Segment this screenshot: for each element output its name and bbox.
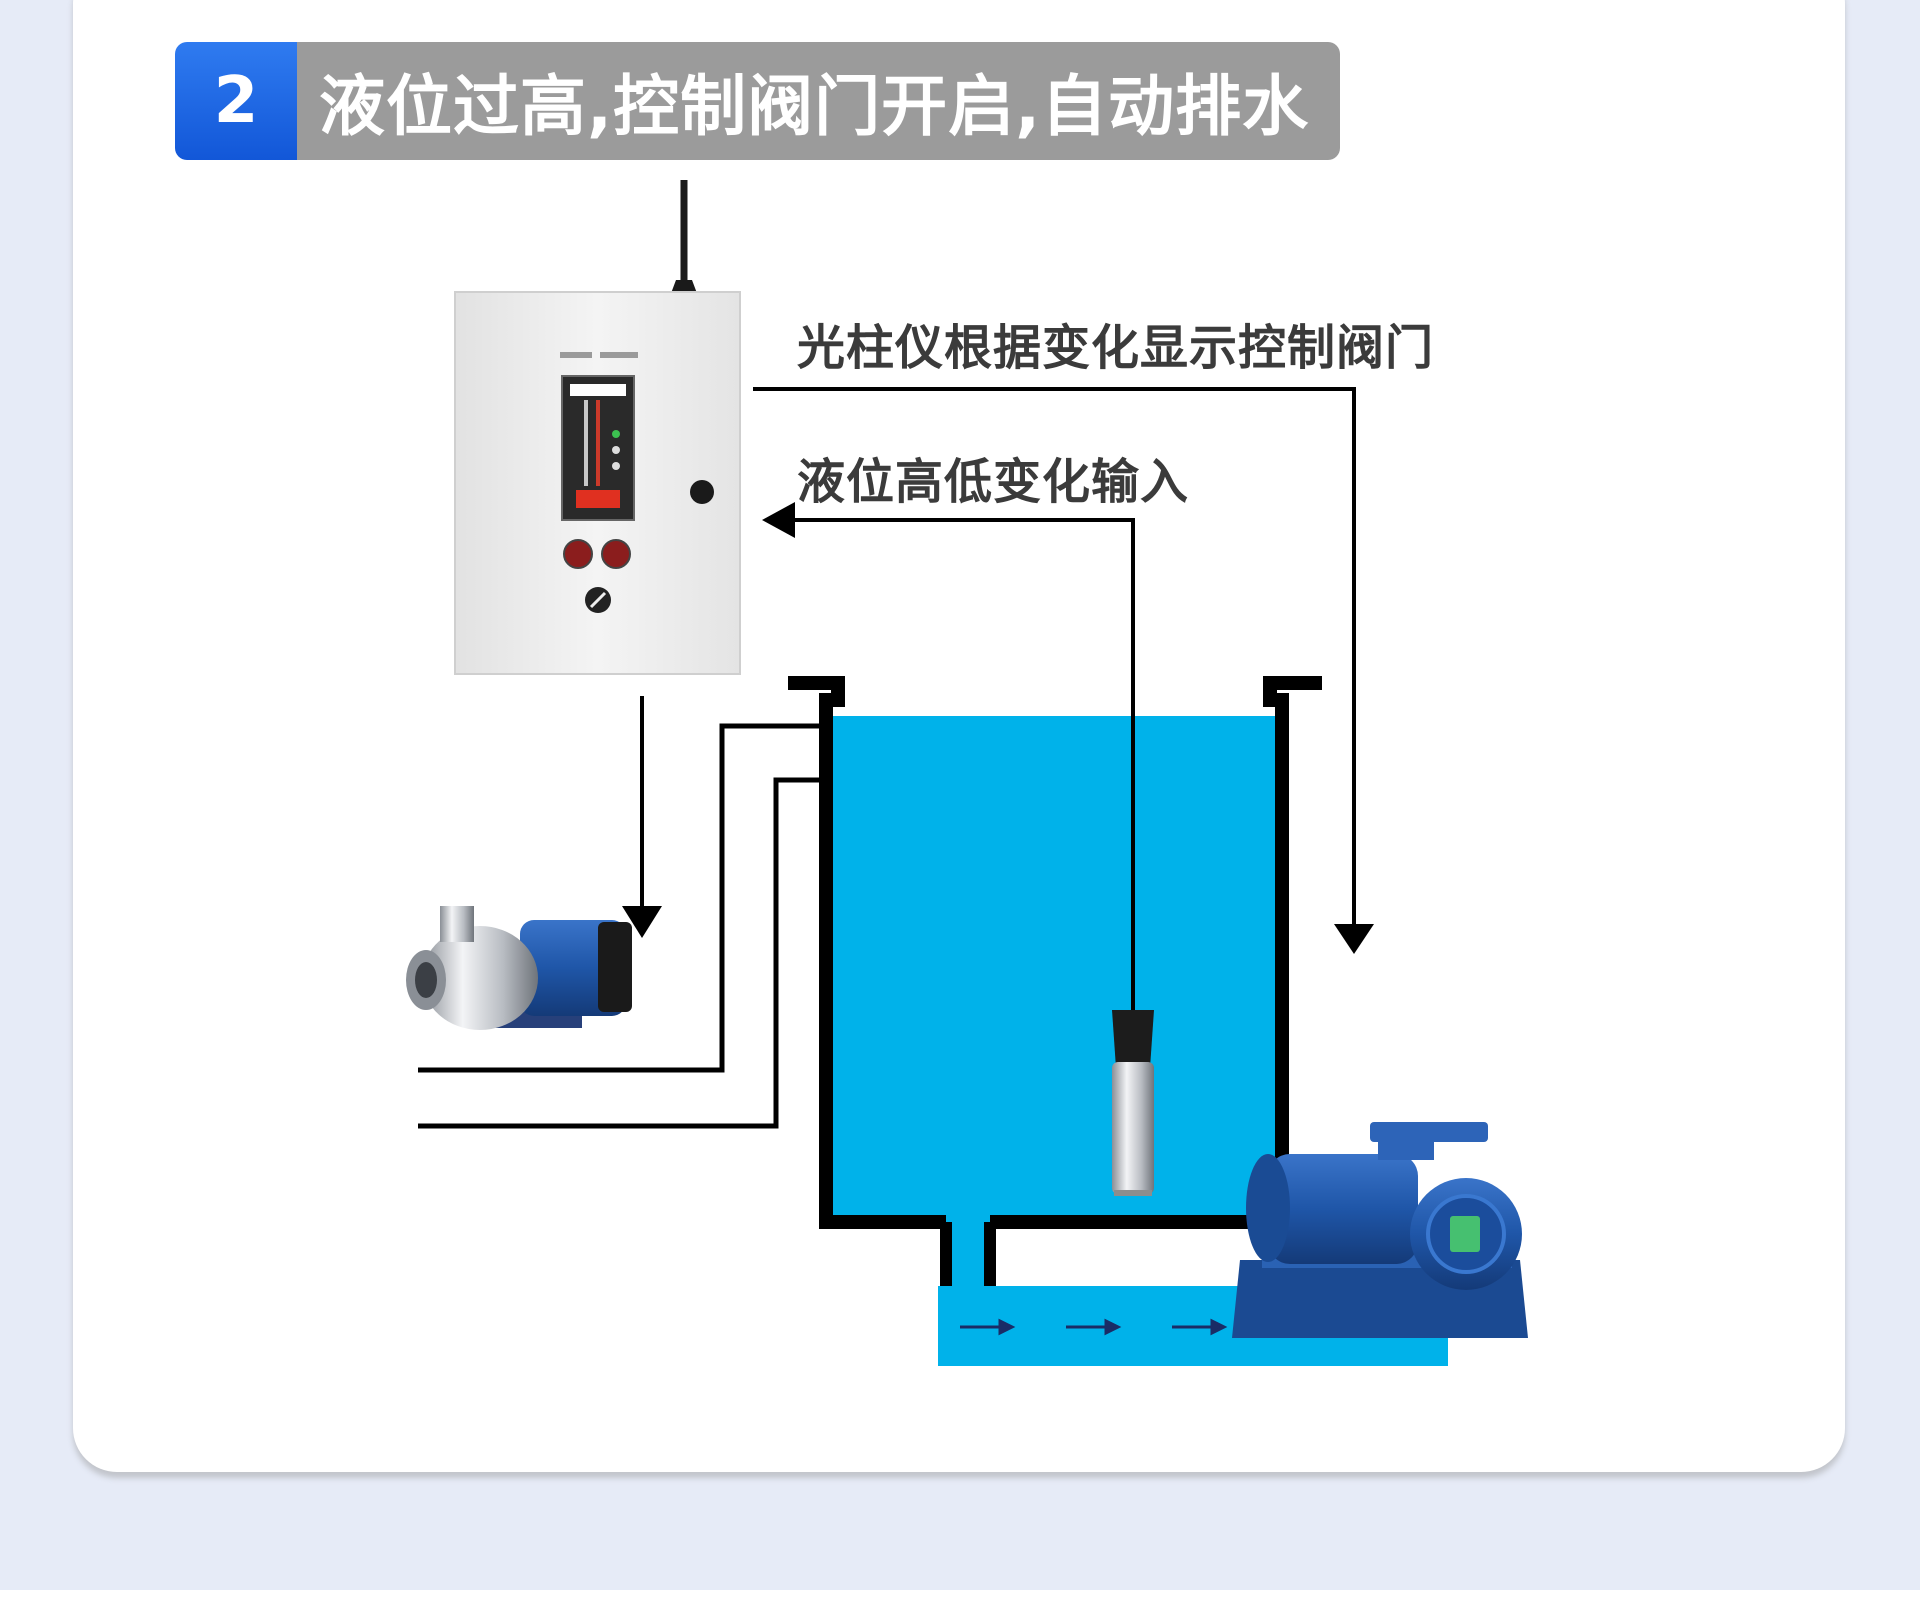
pump-motor-large [1268, 1154, 1418, 1264]
pump-discharge-flange [1370, 1122, 1488, 1142]
tank-left-wall [788, 676, 946, 1229]
pump-housing [422, 926, 538, 1030]
control-cabinet [454, 180, 741, 675]
sensor-probe [1112, 1062, 1154, 1194]
pump-arrow-head [622, 906, 662, 938]
sensor-head [1112, 1010, 1154, 1068]
stainless-pump [406, 906, 632, 1030]
digital-readout [576, 490, 620, 508]
signal-lines [622, 387, 1374, 1010]
pump-nameplate [1450, 1216, 1480, 1252]
inlet-pipes [418, 723, 822, 1129]
pump-top-port [440, 906, 474, 942]
level-sensor [1112, 1010, 1154, 1196]
door-lock [690, 480, 714, 504]
input-signal-line [793, 518, 1135, 1010]
tank-right-wall [990, 676, 1322, 1229]
step-title: 液位过高,控制阀门开启,自动排水 [297, 42, 1340, 160]
indicator-light-right [601, 539, 631, 569]
input-label: 液位高低变化输入 [797, 454, 1190, 510]
centrifugal-pump [1232, 1122, 1528, 1338]
input-arrow-head [762, 502, 795, 538]
tank-outlet-water [952, 1222, 984, 1290]
tank-water [826, 716, 1278, 1226]
step-number-badge: 2 [175, 42, 297, 160]
cabinet-nameplate [560, 352, 592, 358]
flow-arrows [960, 1318, 1228, 1336]
pump-fan-cover [598, 922, 632, 1012]
output-label: 光柱仪根据变化显示控制阀门 [797, 320, 1435, 376]
output-signal-line [753, 387, 1356, 926]
output-arrow-head [1334, 924, 1374, 954]
tank-outlet-walls [940, 1222, 996, 1290]
indicator-light-left [563, 539, 593, 569]
water-tank [788, 676, 1322, 1290]
